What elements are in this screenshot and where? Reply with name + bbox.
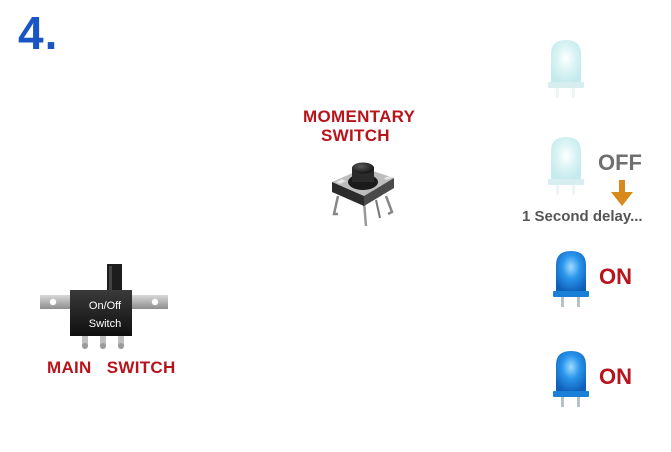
led-lit-icon [553, 251, 589, 307]
main-switch-body-text-line2: Switch [89, 318, 121, 330]
momentary-switch-label-line2: SWITCH [321, 126, 390, 145]
main-switch-icon: On/Off Switch [40, 264, 168, 349]
led-state-on-label: ON [599, 264, 632, 289]
led-dim-icon [548, 40, 584, 98]
led-state-on-label: ON [599, 364, 632, 389]
main-switch-body-text-line1: On/Off [89, 300, 122, 312]
step-number: 4. [18, 7, 59, 59]
momentary-switch-icon [332, 162, 394, 227]
led-state-off-label: OFF [598, 150, 642, 175]
main-switch-label: MAIN SWITCH [47, 358, 176, 377]
led-dim-icon [548, 137, 584, 195]
delay-note: 1 Second delay... [522, 208, 643, 225]
arrow-down-icon [611, 180, 633, 206]
momentary-switch-label-line1: MOMENTARY [303, 107, 416, 126]
led-lit-icon [553, 351, 589, 407]
